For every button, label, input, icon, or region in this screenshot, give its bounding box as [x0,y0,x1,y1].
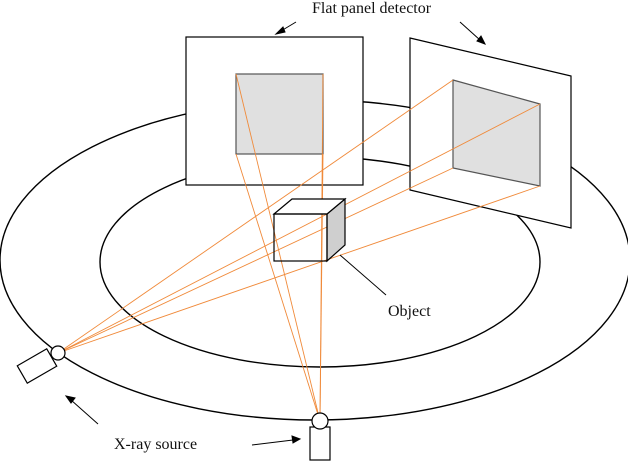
xray-source-left [16,345,66,384]
object-cube [272,197,347,263]
object-pointer-line [339,254,387,296]
cube-front-face [273,213,328,262]
object-label: Object [388,303,431,320]
xray-source-bottom [309,412,331,461]
detector-panel-front [235,73,324,155]
detector-label: Flat panel detector [312,0,432,17]
detector-arrows [274,21,487,45]
source-label: X-ray source [114,436,197,453]
source-arrows [64,395,302,446]
